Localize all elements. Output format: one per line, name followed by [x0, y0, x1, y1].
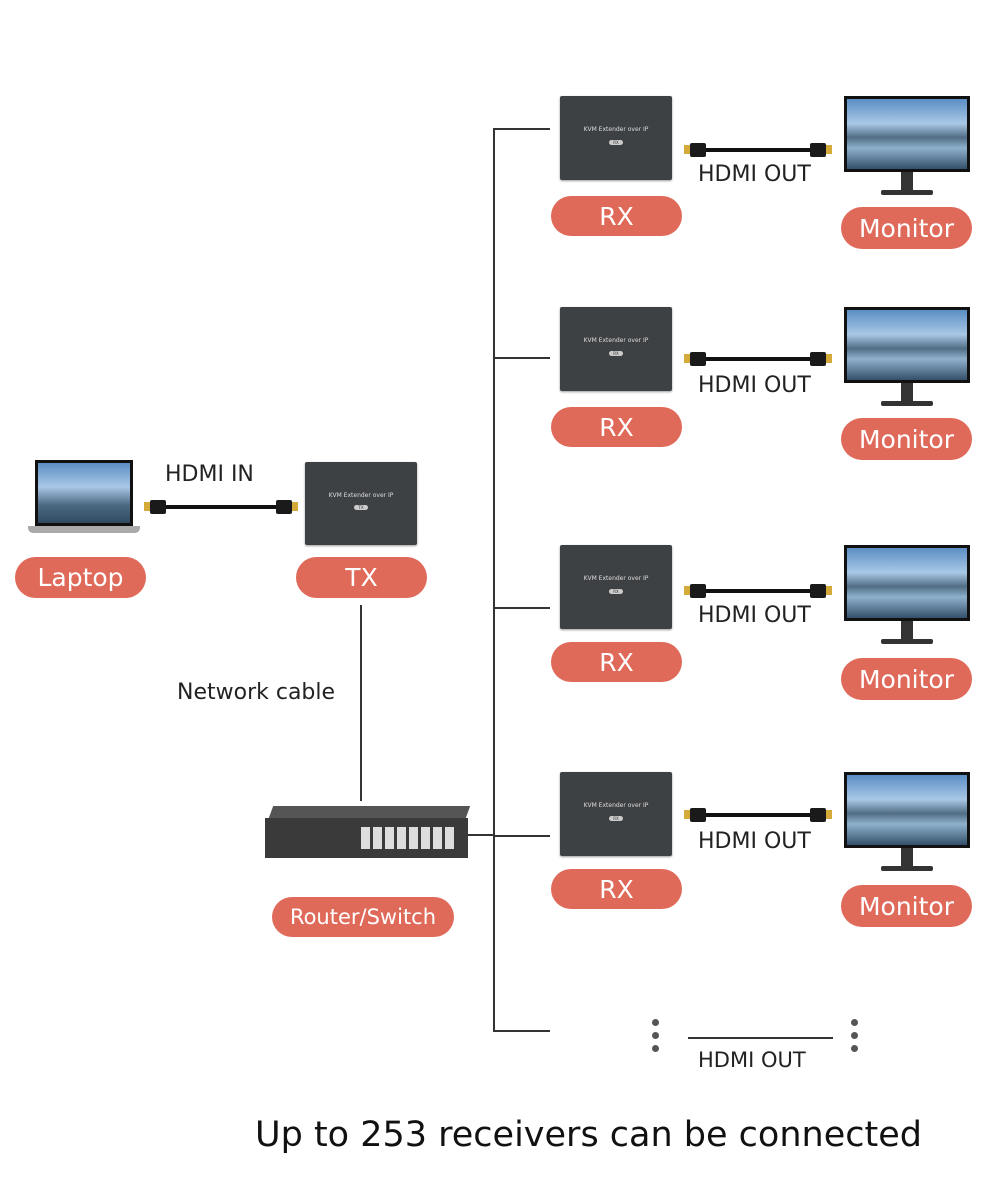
hdmi-out-cable — [700, 813, 818, 817]
hdmi-out-label: HDMI OUT — [698, 829, 811, 854]
network-cable-label: Network cable — [177, 680, 336, 705]
rx-device: KVM Extender over IP RX — [560, 307, 672, 391]
device-badge: RX — [609, 350, 623, 356]
monitor-label: Monitor — [841, 418, 972, 460]
router-label: Router/Switch — [272, 897, 454, 937]
hdmi-tip-icon — [684, 354, 690, 363]
device-badge: RX — [609, 588, 623, 594]
hdmi-tip-icon — [292, 502, 298, 511]
rx-label: RX — [551, 869, 682, 909]
device-badge: RX — [609, 815, 623, 821]
branch-line — [493, 835, 550, 837]
device-badge: RX — [609, 139, 623, 145]
ellipsis-icon — [851, 1019, 858, 1058]
branch-line — [493, 357, 550, 359]
switch-link-line — [468, 834, 495, 836]
device-text: KVM Extender over IP — [583, 802, 649, 810]
branch-line — [493, 607, 550, 609]
hdmi-out-label: HDMI OUT — [698, 603, 811, 628]
monitor-label: Monitor — [841, 658, 972, 700]
monitor-icon — [844, 772, 970, 871]
hdmi-out-cable — [700, 148, 818, 152]
hdmi-plug-icon — [810, 143, 826, 157]
hdmi-plug-icon — [150, 500, 166, 514]
footer-caption: Up to 253 receivers can be connected — [255, 1115, 922, 1155]
hdmi-tip-icon — [826, 145, 832, 154]
tx-label: TX — [296, 557, 427, 598]
monitor-icon — [844, 307, 970, 406]
hdmi-tip-icon — [826, 354, 832, 363]
rx-device: KVM Extender over IP RX — [560, 96, 672, 180]
network-cable-line — [360, 605, 362, 801]
ellipsis-icon — [652, 1019, 659, 1058]
hdmi-tip-icon — [684, 810, 690, 819]
rx-device: KVM Extender over IP RX — [560, 772, 672, 856]
device-badge: TX — [354, 505, 368, 511]
hdmi-tip-icon — [684, 586, 690, 595]
monitor-label: Monitor — [841, 885, 972, 927]
laptop-label: Laptop — [15, 557, 146, 598]
hdmi-tip-icon — [826, 586, 832, 595]
hdmi-tip-icon — [144, 502, 150, 511]
hdmi-plug-icon — [690, 808, 706, 822]
tx-device: KVM Extender over IP TX — [305, 462, 417, 545]
trunk-line — [493, 128, 495, 1032]
laptop-icon — [28, 460, 140, 536]
monitor-label: Monitor — [841, 207, 972, 249]
hdmi-out-label: HDMI OUT — [698, 1048, 806, 1072]
rx-label: RX — [551, 407, 682, 447]
hdmi-out-label: HDMI OUT — [698, 162, 811, 187]
rx-device: KVM Extender over IP RX — [560, 545, 672, 629]
hdmi-tip-icon — [684, 145, 690, 154]
device-text: KVM Extender over IP — [583, 575, 649, 583]
hdmi-tip-icon — [826, 810, 832, 819]
rx-label: RX — [551, 642, 682, 682]
hdmi-out-label: HDMI OUT — [698, 373, 811, 398]
switch-icon — [265, 806, 471, 858]
rx-label: RX — [551, 196, 682, 236]
monitor-icon — [844, 96, 970, 195]
branch-line — [493, 128, 550, 130]
monitor-icon — [844, 545, 970, 644]
more-cable-line — [688, 1037, 833, 1039]
hdmi-plug-icon — [810, 584, 826, 598]
hdmi-in-cable — [160, 505, 280, 509]
hdmi-plug-icon — [690, 143, 706, 157]
device-text: KVM Extender over IP — [583, 337, 649, 345]
hdmi-plug-icon — [810, 808, 826, 822]
hdmi-out-cable — [700, 589, 818, 593]
branch-line — [493, 1030, 550, 1032]
device-text: KVM Extender over IP — [328, 491, 394, 499]
hdmi-plug-icon — [690, 352, 706, 366]
hdmi-plug-icon — [276, 500, 292, 514]
hdmi-plug-icon — [810, 352, 826, 366]
hdmi-plug-icon — [690, 584, 706, 598]
hdmi-in-label: HDMI IN — [165, 462, 254, 487]
hdmi-out-cable — [700, 357, 818, 361]
device-text: KVM Extender over IP — [583, 126, 649, 134]
